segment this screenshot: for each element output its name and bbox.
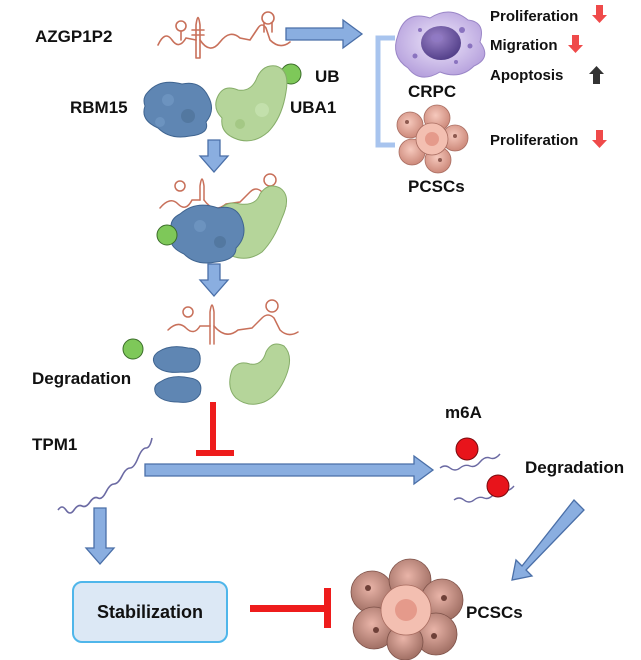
- arrow-tpm1-to-m6a: [144, 454, 435, 486]
- m6a-circle-2: [486, 474, 510, 498]
- azgp1p2-rna: [157, 11, 291, 59]
- complex-rbm15: [170, 204, 245, 264]
- tpm1-mrna: [57, 437, 153, 514]
- uba1-degraded: [229, 343, 290, 405]
- effect-migration-label: Migration: [490, 37, 558, 54]
- crpc-cell-icon: [395, 11, 486, 78]
- inhibition-mark-top: [196, 402, 234, 456]
- degraded-rna: [167, 299, 299, 345]
- ub-circle-degradation: [122, 338, 144, 360]
- crpc-label: CRPC: [408, 82, 456, 101]
- arrow-azgp1p2-to-crpc: [285, 18, 364, 50]
- stabilization-label: Stabilization: [96, 601, 203, 622]
- effect-apoptosis-label: Apoptosis: [490, 67, 563, 84]
- degradation-right-label: Degradation: [525, 458, 624, 477]
- ub-circle-complex: [156, 224, 178, 246]
- pcscs-top-label: PCSCs: [408, 177, 465, 196]
- m6a-label: m6A: [445, 403, 482, 422]
- m6a-circle-1: [455, 437, 479, 461]
- uba1-label: UBA1: [290, 98, 336, 117]
- down-arrow-proliferation-crpc: [592, 5, 607, 23]
- stabilization-box: Stabilization: [72, 581, 228, 643]
- arrow-tpm1-to-stabilization: [84, 507, 116, 565]
- effect-proliferation-pcscs-label: Proliferation: [490, 132, 578, 149]
- down-arrow-proliferation-pcscs: [592, 130, 607, 148]
- pcscs-bottom-label: PCSCs: [466, 603, 523, 622]
- azgp1p2-label: AZGP1P2: [35, 27, 112, 46]
- down-arrow-migration: [568, 35, 583, 53]
- tpm1-label: TPM1: [32, 435, 77, 454]
- uba1-protein: [215, 65, 288, 142]
- rbm15-fragments: [152, 346, 202, 403]
- arrow-down-1: [198, 139, 230, 173]
- ub-label: UB: [315, 67, 340, 86]
- up-arrow-apoptosis: [589, 66, 604, 84]
- bracket: [375, 35, 395, 148]
- arrow-down-2: [198, 263, 230, 297]
- degradation-left-label: Degradation: [32, 369, 131, 388]
- pcscs-top-cell-icon: [396, 104, 469, 174]
- pcscs-bottom-cell-icon: [350, 558, 464, 660]
- arrow-degradation-to-pcscs: [511, 499, 585, 581]
- rbm15-label: RBM15: [70, 98, 128, 117]
- rbm15-protein: [143, 81, 212, 138]
- effect-proliferation-crpc-label: Proliferation: [490, 8, 578, 25]
- inhibition-mark-bottom: [250, 588, 331, 628]
